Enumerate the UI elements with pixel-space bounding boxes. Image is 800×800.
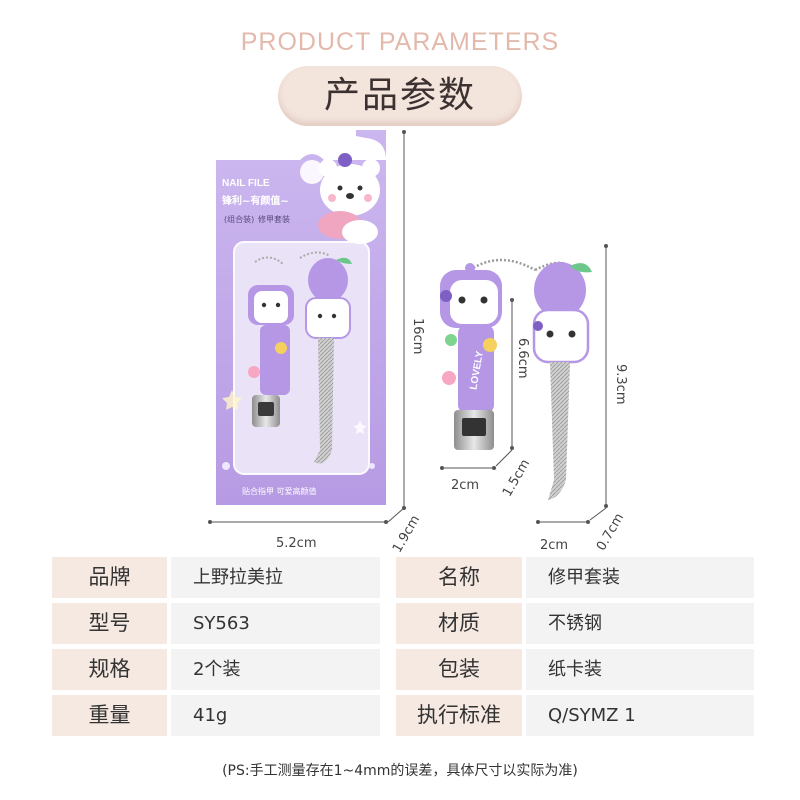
package-bottom-text: 贴合指甲 可爱高颜值 [242, 486, 317, 496]
param-value: 41g [171, 695, 380, 736]
nail-file-icon [532, 262, 592, 500]
param-row-weight: 重量 41g [52, 695, 380, 736]
clipper-thickness-line [495, 449, 513, 467]
package-file-icon [299, 251, 352, 464]
param-label: 重量 [52, 695, 167, 736]
package-clipper-icon [248, 256, 294, 427]
package-height-label: 16cm [410, 318, 425, 355]
product-illustration: NAIL FILE 锋利~有颜值~ (组合装) 修甲套装 贴合指甲 可爱高颜值 [208, 130, 608, 524]
file-thickness-line [589, 507, 607, 521]
param-value: 纸卡装 [526, 649, 754, 690]
package-thickness-line [387, 507, 405, 523]
param-row-model: 型号 SY563 [52, 603, 380, 644]
param-row-spec: 规格 2个装 [52, 649, 380, 690]
param-value: Q/SYMZ 1 [526, 695, 754, 736]
header-title-cn: 产品参数 [323, 75, 476, 116]
header-pill [278, 66, 522, 126]
package-tag: (组合装) [224, 214, 254, 224]
param-value: SY563 [171, 603, 380, 644]
param-row-name: 名称 修甲套装 [396, 557, 754, 598]
file-width-label: 2cm [540, 538, 569, 553]
measurement-note: (PS:手工测量存在1~4mm的误差，具体尺寸以实际为准) [222, 763, 578, 779]
package-tag-text: 修甲套装 [258, 214, 290, 224]
param-label: 执行标准 [396, 695, 522, 736]
package-brand-text: NAIL FILE [222, 178, 270, 189]
param-row-packaging: 包装 纸卡装 [396, 649, 754, 690]
param-value: 修甲套装 [526, 557, 754, 598]
param-row-standard: 执行标准 Q/SYMZ 1 [396, 695, 754, 736]
param-row-material: 材质 不锈钢 [396, 603, 754, 644]
param-label: 材质 [396, 603, 522, 644]
param-label: 品牌 [52, 557, 167, 598]
file-height-label: 9.3cm [613, 364, 628, 405]
package-slogan: 锋利~有颜值~ [222, 194, 289, 207]
param-label: 名称 [396, 557, 522, 598]
header-title-en: PRODUCT PARAMETERS [240, 28, 560, 56]
clipper-height-label: 6.6cm [515, 338, 530, 379]
param-value: 上野拉美拉 [171, 557, 380, 598]
package-card: NAIL FILE 锋利~有颜值~ (组合装) 修甲套装 贴合指甲 可爱高颜值 [216, 130, 386, 505]
bear-mascot-icon [318, 153, 380, 244]
package-width-label: 5.2cm [276, 536, 317, 551]
param-label: 包装 [396, 649, 522, 690]
param-row-brand: 品牌 上野拉美拉 [52, 557, 380, 598]
param-value: 不锈钢 [526, 603, 754, 644]
clipper-width-label: 2cm [451, 478, 480, 493]
param-label: 型号 [52, 603, 167, 644]
param-label: 规格 [52, 649, 167, 690]
param-value: 2个装 [171, 649, 380, 690]
